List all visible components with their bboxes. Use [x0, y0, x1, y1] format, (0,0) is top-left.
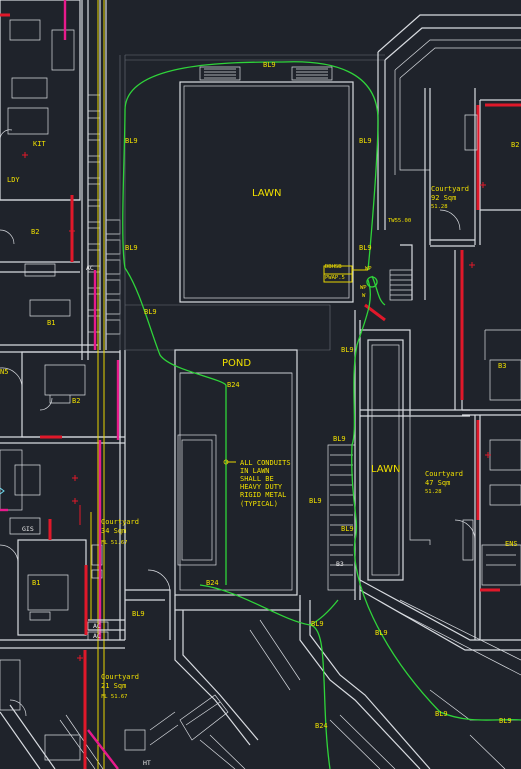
conduit-labels: BL9 BL9 BL9 BL9 BL9 BL9 BL9 BL9 BL9 BL9 … — [125, 61, 512, 730]
courtyard-47-area: 47 Sqm — [425, 479, 450, 487]
room-b1-bottom: B1 — [32, 579, 40, 587]
conduit-bl9-g: BL9 — [341, 346, 354, 354]
conduit-bl9-f: BL9 — [144, 308, 157, 316]
conduit-bl9-i: BL9 — [309, 497, 322, 505]
note-line-2: IN LAWN — [240, 467, 270, 475]
center-lawn-frame — [119, 54, 385, 351]
conduit-bl9-n: BL9 — [435, 710, 448, 718]
conduit-bl9-d: BL9 — [125, 244, 138, 252]
label-gis: GIS — [22, 525, 34, 533]
courtyard-92-name: Courtyard — [431, 185, 469, 193]
pond-block — [174, 349, 301, 746]
conduit-bl9-h: BL9 — [333, 435, 346, 443]
room-b2-right: B2 — [511, 141, 519, 149]
note-line-4: HEAVY DUTY — [240, 483, 283, 491]
courtyard-34-block — [79, 350, 171, 769]
label-wp-1: WP — [365, 266, 372, 272]
label-ts: TW55.00 — [388, 218, 411, 224]
note-line-1: ALL CONDUITS — [240, 459, 291, 467]
cyan-marker — [0, 487, 5, 495]
conduit-b24-b: B24 — [206, 579, 219, 587]
label-ac-1: AC — [86, 264, 94, 272]
room-n5: N5 — [0, 368, 8, 376]
room-ens: ENS — [505, 540, 518, 548]
room-b2-top: B2 — [31, 228, 39, 236]
conduit-bl9-m: BL9 — [375, 629, 388, 637]
room-b2-mid: B2 — [72, 397, 80, 405]
area-lawn-lower: LAWN — [371, 464, 400, 475]
courtyard-21-area: 21 Sqm — [101, 682, 126, 690]
label-ac-3: AC — [93, 632, 101, 640]
conduit-bl9-k: BL9 — [132, 610, 145, 618]
right-building-walls — [377, 14, 521, 640]
courtyard-34-level: FL 51.67 — [101, 540, 128, 546]
label-w: W — [362, 293, 366, 299]
corridor-yellow-lines — [91, 0, 105, 769]
room-labels: KIT LDY B2 B1 N5 B2 B1 B2 B3 ENS — [0, 140, 519, 587]
room-b1-left: B1 — [47, 319, 55, 327]
courtyard-21-name: Courtyard — [101, 673, 139, 681]
note-line-3: SHALL BE — [240, 475, 274, 483]
courtyard-92-area: 92 Sqm — [431, 194, 456, 202]
conduit-bl9-e: BL9 — [359, 244, 372, 252]
conduit-bl9-c: BL9 — [359, 137, 372, 145]
conduit-b24-c: B24 — [315, 722, 328, 730]
left-middle-rooms — [0, 351, 125, 769]
courtyard-47-level: 51.28 — [425, 489, 442, 495]
label-b3-mark: B3 — [336, 560, 344, 568]
room-b3-right: B3 — [498, 362, 506, 370]
conduit-bl9-a: BL9 — [263, 61, 276, 69]
note-line-6: (TYPICAL) — [240, 500, 278, 508]
bottom-diagonal-walls — [149, 600, 521, 769]
conduit-bl9-j: BL9 — [341, 525, 354, 533]
courtyard-34-area: 34 Sqm — [101, 527, 126, 535]
courtyard-92-level: 51.28 — [431, 204, 448, 210]
room-ldy: LDY — [7, 176, 20, 184]
conduit-note: ALL CONDUITS IN LAWN SHALL BE HEAVY DUTY… — [240, 459, 291, 508]
conduit-b24-a: B24 — [227, 381, 240, 389]
conduit-bl9-o: BL9 — [499, 717, 512, 725]
label-ac-2: AC — [93, 622, 101, 630]
note-line-5: RIGID METAL — [240, 491, 286, 499]
conduit-bl9-b: BL9 — [125, 137, 138, 145]
courtyard-34-name: Courtyard — [101, 518, 139, 526]
area-pond: POND — [222, 358, 251, 369]
room-kit: KIT — [33, 140, 46, 148]
conduit-bl9-l: BL9 — [311, 620, 324, 628]
label-pwap: PWAP.5 — [325, 275, 345, 281]
area-lawn-main: LAWN — [252, 188, 281, 199]
courtyard-21-level: FL 51.67 — [101, 694, 128, 700]
label-ht: HT — [143, 759, 151, 767]
label-wp-2: WP — [360, 285, 367, 291]
conduit-runs — [90, 61, 521, 769]
courtyard-labels: Courtyard 92 Sqm 51.28 Courtyard 47 Sqm … — [101, 185, 469, 700]
courtyard-47-name: Courtyard — [425, 470, 463, 478]
red-marks — [22, 152, 491, 661]
label-dbhsb: DBHSB — [325, 264, 342, 270]
equipment-labels: TW55.00 DBHSB PWAP.5 WP WP W AC AC AC B3… — [22, 218, 411, 767]
area-labels: LAWN POND LAWN — [222, 188, 400, 475]
